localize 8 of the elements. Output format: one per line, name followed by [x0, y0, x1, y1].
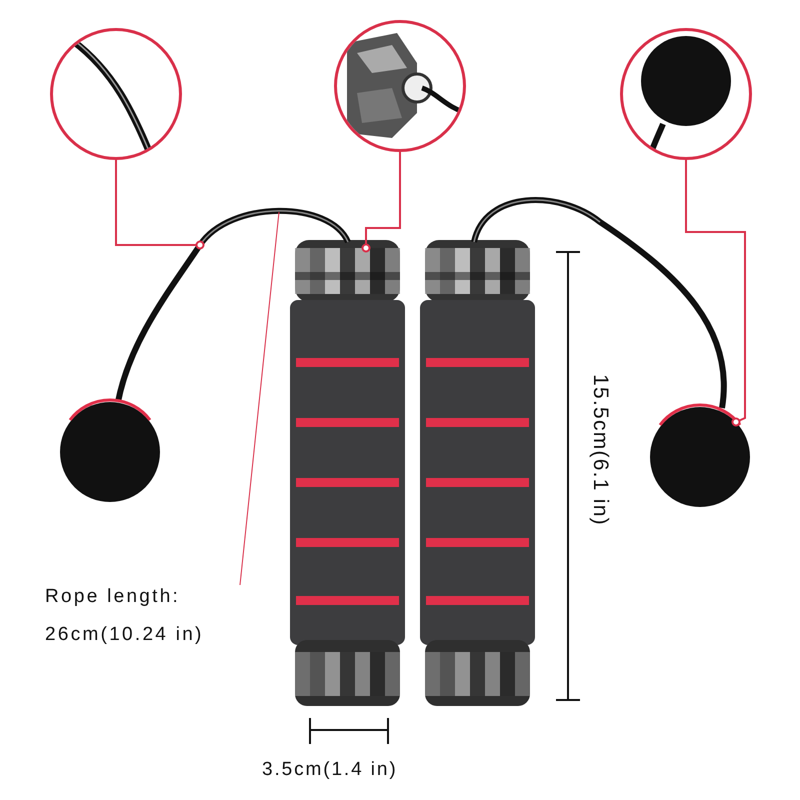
- ball-and-cord-drawing: [60, 208, 351, 502]
- handle-drawing: [290, 240, 405, 706]
- leader-line: [115, 160, 204, 250]
- leader-line: [685, 160, 746, 426]
- dimension-label: 15.5cm(6.1 in): [588, 373, 612, 528]
- dimension-label: 3.5cm(1.4 in): [262, 758, 398, 782]
- leader-line: [240, 212, 280, 586]
- leader-line: [362, 152, 401, 252]
